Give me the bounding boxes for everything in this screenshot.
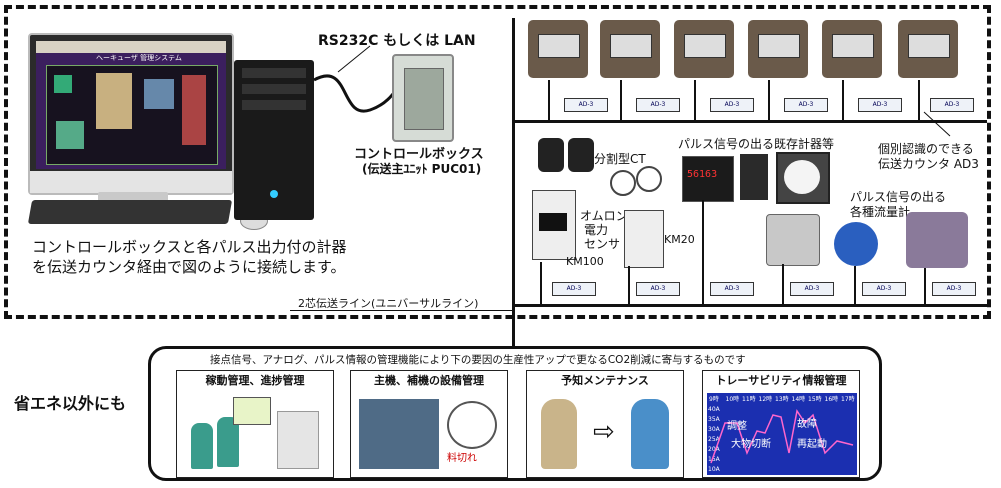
ad3-counter: AD-3 — [790, 282, 834, 296]
hour-tick: 14時 — [792, 395, 806, 403]
ad3-counter: AD-3 — [858, 98, 902, 112]
km20-label: KM20 — [664, 233, 695, 246]
split-ct — [538, 138, 564, 172]
amp-tick: 10A — [708, 466, 721, 473]
kwh-meter — [600, 20, 660, 78]
km100-label: KM100 — [566, 255, 604, 268]
hour-tick: 11時 — [742, 395, 756, 403]
kwh-meter — [674, 20, 734, 78]
card-equipment: 主機、補機の設備管理 料切れ — [350, 370, 508, 478]
note-failure: 故障 — [797, 417, 817, 430]
ad3-counter: AD-3 — [636, 282, 680, 296]
digital-meter: 56163 — [682, 156, 734, 202]
bus-line-upper — [512, 120, 987, 123]
note-large-cut: 大物切断 — [731, 437, 771, 450]
card-operation: 稼動管理、進捗管理 — [176, 370, 334, 478]
card-maintenance: 予知メンテナンス ⇨ — [526, 370, 684, 478]
amp-tick: 35A — [708, 416, 721, 423]
ad3-counter: AD-3 — [552, 282, 596, 296]
bus-line-main — [512, 18, 515, 348]
amp-tick: 30A — [708, 426, 721, 433]
card-title: トレーサビリティ情報管理 — [703, 371, 859, 391]
card-title: 主機、補機の設備管理 — [351, 371, 507, 391]
side-label: 省エネ以外にも — [14, 390, 126, 414]
kwh-meter — [748, 20, 808, 78]
ad3-counter: AD-3 — [862, 282, 906, 296]
ad3-counter: AD-3 — [784, 98, 828, 112]
machine-illustration: 料切れ — [357, 393, 501, 473]
ad3-counter: AD-3 — [636, 98, 680, 112]
maintenance-illustration: ⇨ — [533, 393, 677, 473]
amp-tick: 40A — [708, 406, 721, 413]
split-ct — [568, 138, 594, 172]
ct-coil — [636, 166, 662, 192]
gas-meter — [766, 214, 820, 266]
bus-line-lower — [512, 304, 987, 307]
ad3-callout-line2: 伝送カウンタ AD3 — [878, 155, 979, 172]
electromagnetic-flowmeter — [906, 212, 968, 268]
card-title: 予知メンテナンス — [527, 371, 683, 391]
pc-caption-line1: コントロールボックスと各パルス出力付の計器 — [32, 236, 347, 257]
panel-meter — [740, 154, 768, 200]
out-of-material-tag: 料切れ — [447, 449, 477, 464]
km20-sensor — [624, 210, 664, 268]
pulse-existing-label: パルス信号の出る既存計器等 — [678, 135, 834, 152]
omron-label-line3: センサ — [584, 235, 620, 252]
ct-coil — [610, 170, 636, 196]
hour-tick: 9時 — [709, 395, 719, 403]
amp-tick: 15A — [708, 456, 721, 463]
hour-tick: 16時 — [825, 395, 839, 403]
hour-tick: 17時 — [841, 395, 855, 403]
ad3-counter: AD-3 — [564, 98, 608, 112]
kwh-meter — [528, 20, 588, 78]
pc-caption-line2: を伝送カウンタ経由で図のように接続します。 — [32, 256, 346, 277]
hour-tick: 12時 — [759, 395, 773, 403]
flow-meter-label-line2: 各種流量計 — [850, 203, 910, 220]
card-title: 稼動管理、進捗管理 — [177, 371, 333, 391]
km100-sensor — [532, 190, 576, 260]
ad3-counter: AD-3 — [710, 98, 754, 112]
control-box-subtitle: (伝送主ﾕﾆｯﾄ PUC01) — [362, 160, 481, 177]
note-restart: 再起動 — [797, 437, 827, 450]
link-label: RS232C もしくは LAN — [318, 30, 476, 50]
kwh-meter — [822, 20, 882, 78]
workers-illustration — [183, 393, 327, 473]
control-box — [392, 54, 454, 142]
note-adjust: 調整 — [727, 419, 747, 432]
hour-tick: 15時 — [808, 395, 822, 403]
transmission-line-pointer — [290, 310, 512, 311]
ad3-counter: AD-3 — [710, 282, 754, 296]
keyboard — [28, 200, 232, 224]
ad3-callout-leader — [920, 110, 960, 140]
benefits-intro: 接点信号、アナログ、パルス情報の管理機能により下の要因の生産性アップで更なるCO… — [210, 352, 746, 367]
arrow-icon: ⇨ — [593, 417, 615, 447]
kwh-meter — [898, 20, 958, 78]
pc-monitor: ヘーキューザ 管理システム — [28, 33, 234, 195]
water-meter — [834, 222, 878, 266]
monitor-screen: ヘーキューザ 管理システム — [36, 41, 226, 169]
hour-tick: 13時 — [775, 395, 789, 403]
pc-tower — [234, 60, 314, 220]
transmission-line-label: 2芯伝送ライン(ユニバーサルライン) — [298, 295, 478, 311]
monitor-title: ヘーキューザ 管理システム — [96, 53, 182, 63]
analog-gauge — [776, 152, 830, 204]
hour-tick: 10時 — [726, 395, 740, 403]
split-ct-label: 分割型CT — [594, 150, 646, 167]
ad3-counter: AD-3 — [932, 282, 976, 296]
